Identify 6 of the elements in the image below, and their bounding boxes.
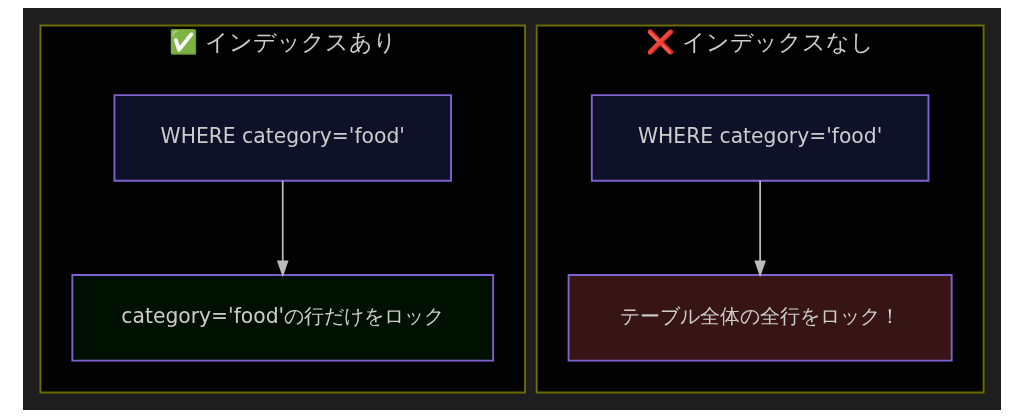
node-box: WHERE category='food' (590, 94, 930, 182)
arrow (754, 180, 766, 278)
arrow (276, 180, 289, 278)
node-box: WHERE category='food' (113, 94, 452, 182)
node-box: category='food'の行だけをロック (71, 274, 495, 362)
node-box: テーブル全体の全行をロック！ (567, 274, 953, 362)
